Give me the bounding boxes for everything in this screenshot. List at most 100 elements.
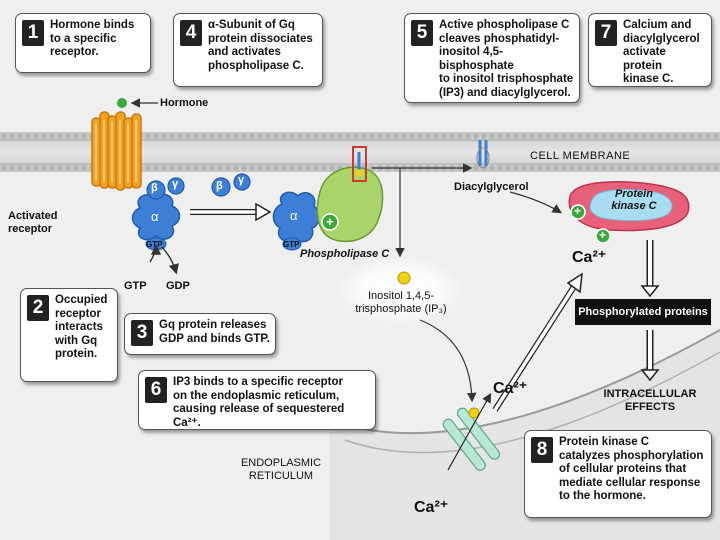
lipid-head: [177, 133, 183, 139]
lipid-head: [697, 165, 703, 171]
lipid-head: [289, 133, 295, 139]
lipid-head: [689, 133, 695, 139]
lipid-head: [25, 165, 31, 171]
lipid-head: [489, 165, 495, 171]
ip3-label: Inositol 1,4,5- trisphosphate (IP₃): [355, 290, 447, 315]
lipid-head: [297, 165, 303, 171]
lipid-head: [65, 133, 71, 139]
lipid-head: [417, 133, 423, 139]
lipid-head: [521, 133, 527, 139]
lipid-head: [81, 165, 87, 171]
lipid-head: [377, 133, 383, 139]
lipid-head: [337, 133, 343, 139]
gamma-label-free: γ: [238, 174, 245, 186]
pkc-to-proteins-arrow: [640, 285, 660, 298]
ip3-bound: [468, 407, 480, 419]
gtp-arrow: [149, 244, 162, 263]
lipid-head: [57, 133, 63, 139]
ca2-er-bottom-label: Ca²⁺: [414, 499, 449, 516]
phosphorylated-proteins-box: Phosphorylated proteins: [575, 299, 711, 325]
lipid-head: [257, 133, 263, 139]
lipid-head: [465, 133, 471, 139]
ca-to-pkc-arrow: [566, 272, 583, 294]
lipid-head: [625, 165, 631, 171]
lipid-head: [553, 165, 559, 171]
lipid-head: [73, 133, 79, 139]
lipid-head: [185, 165, 191, 171]
step-2-callout: 2 Occupied receptor interacts with Gq pr…: [20, 288, 118, 382]
lipid-head: [17, 165, 23, 171]
lipid-head: [233, 133, 239, 139]
pkc-plus-2-label: +: [599, 228, 607, 242]
lipid-head: [265, 165, 271, 171]
step-6-callout: 6 IP3 binds to a specific receptor on th…: [138, 370, 376, 430]
step-5-number: 5: [411, 20, 433, 46]
lipid-head: [81, 133, 87, 139]
lipid-head: [281, 133, 287, 139]
lipid-head: [601, 133, 607, 139]
lipid-head: [497, 165, 503, 171]
hormone-molecule: [117, 98, 127, 108]
lipid-head: [713, 133, 719, 139]
step-7-text: Calcium and diacylglycerol activate prot…: [623, 19, 700, 85]
lipid-head: [641, 165, 647, 171]
free-gamma-subunit: [233, 173, 251, 191]
lipid-head: [601, 165, 607, 171]
lipid-head: [273, 133, 279, 139]
lipid-head: [161, 165, 167, 171]
lipid-head: [673, 165, 679, 171]
lipid-head: [233, 165, 239, 171]
lipid-head: [169, 165, 175, 171]
gdp-label: GDP: [166, 280, 190, 292]
gtp-bound-label-active: GTP: [283, 240, 300, 249]
gdp-arrow: [161, 246, 179, 275]
lipid-head: [265, 133, 271, 139]
step-8-callout: 8 Protein kinase C catalyzes phosphoryla…: [524, 430, 712, 518]
lipid-head: [209, 165, 215, 171]
alpha-label-left: α: [151, 209, 159, 224]
step-3-number: 3: [131, 320, 153, 346]
lipid-head: [609, 165, 615, 171]
lipid-head: [201, 133, 207, 139]
lipid-head: [65, 165, 71, 171]
lipid-head: [529, 165, 535, 171]
lipid-head: [305, 133, 311, 139]
lipid-head: [681, 165, 687, 171]
step-1-callout: 1 Hormone binds to a specific receptor.: [15, 13, 151, 73]
lipid-head: [553, 133, 559, 139]
lipid-head: [705, 165, 711, 171]
lipid-head: [537, 165, 543, 171]
lipid-head: [617, 165, 623, 171]
lipid-head: [49, 133, 55, 139]
lipid-head: [569, 133, 575, 139]
lipid-head: [153, 133, 159, 139]
lipid-head: [257, 165, 263, 171]
lipid-head: [649, 165, 655, 171]
lipid-head: [193, 133, 199, 139]
lipid-head: [209, 133, 215, 139]
lipid-head: [585, 133, 591, 139]
lipid-head: [681, 133, 687, 139]
lipid-head: [665, 133, 671, 139]
lipid-head: [33, 165, 39, 171]
step-2-text: Occupied receptor interacts with Gq prot…: [55, 294, 108, 360]
ip3-receptor-channel: [442, 407, 501, 471]
lipid-head: [185, 133, 191, 139]
beta-subunit: [146, 180, 166, 200]
lipid-head: [41, 165, 47, 171]
lipid-head: [505, 165, 511, 171]
intracellular-effects-label: INTRACELLULAR EFFECTS: [603, 388, 697, 413]
lipid-head: [617, 133, 623, 139]
lipid-head: [17, 133, 23, 139]
lipid-head: [593, 165, 599, 171]
step-6-number: 6: [145, 377, 167, 403]
lipid-head: [329, 133, 335, 139]
lipid-head: [385, 133, 391, 139]
diacylglycerol-molecule: [476, 140, 490, 169]
step-3-callout: 3 Gq protein releases GDP and binds GTP.: [124, 313, 276, 355]
ip3-molecule: [397, 271, 411, 285]
lipid-head: [57, 165, 63, 171]
lipid-head: [177, 165, 183, 171]
lipid-head: [561, 165, 567, 171]
